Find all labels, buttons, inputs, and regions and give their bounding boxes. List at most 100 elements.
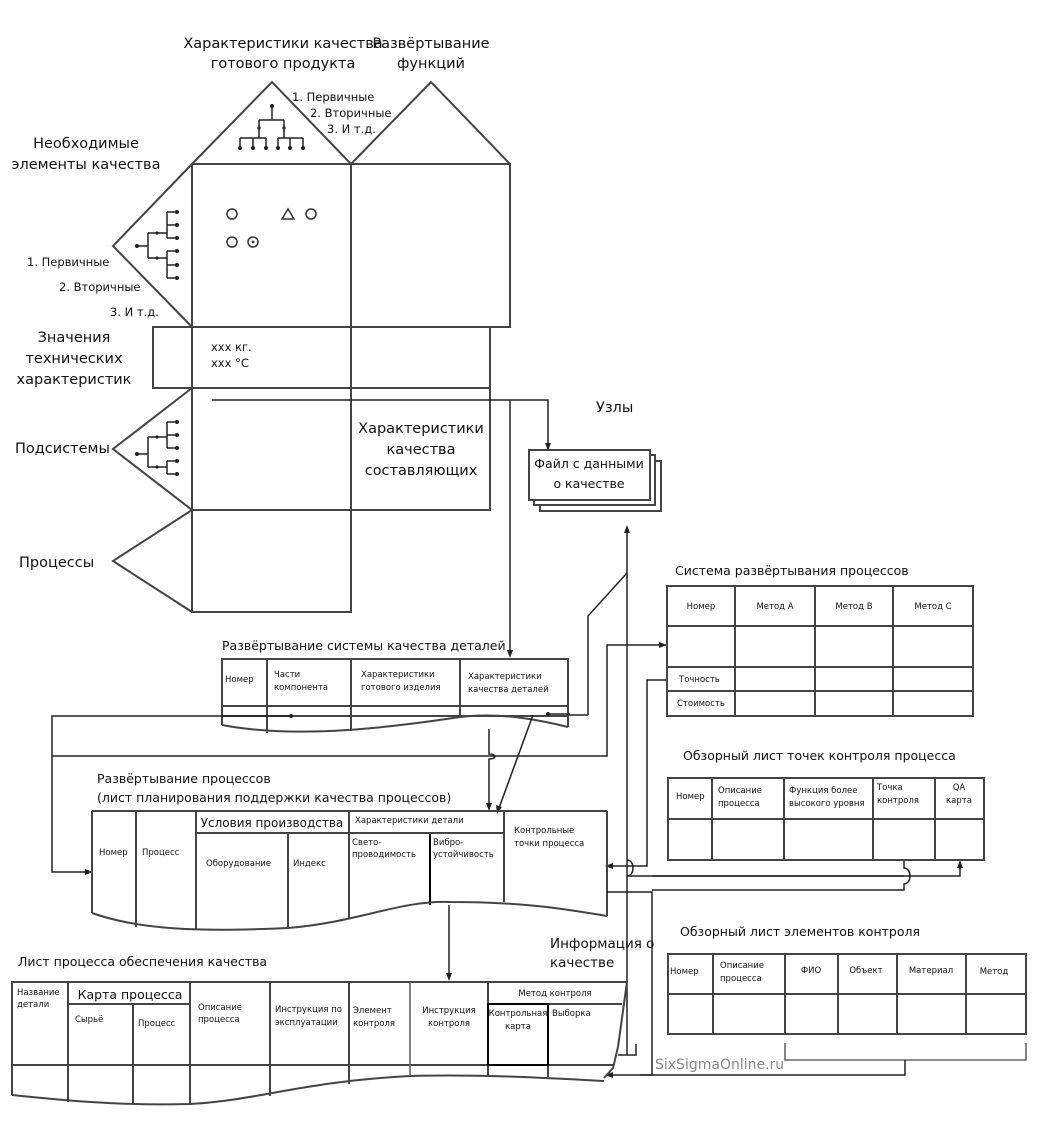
tech-values-left-cell	[152, 326, 193, 389]
house-of-quality: Характеристики качества готового продукт…	[12, 36, 511, 613]
qa-col-operation-2: эксплуатации	[275, 1018, 338, 1028]
watermark: SixSigmaOnline.ru	[655, 1057, 784, 1073]
checkpoint-header-number: Номер	[676, 792, 705, 802]
qa-col-part-name-1: Название	[17, 988, 60, 998]
circle-symbol-icon	[226, 236, 238, 248]
quality-data-file[interactable]	[528, 449, 651, 501]
checkpoint-header-higher-1: Функция более	[789, 786, 858, 796]
hierarchy-tree-icon	[135, 210, 179, 280]
hierarchy-tree-icon	[135, 420, 179, 476]
process-deploy-col-equipment: Оборудование	[206, 859, 271, 869]
parts-header-quality-2: качества деталей	[468, 685, 549, 695]
required-elements-line2: элементы качества	[12, 157, 161, 173]
process-system-header-method-b: Метод B	[835, 602, 872, 612]
checkpoint-header-qa-1: QA	[953, 783, 966, 793]
roof-title-function-deploy-line1: Развёртывание	[372, 36, 489, 52]
processes-matrix	[191, 509, 352, 613]
left-triangle-processes	[111, 509, 193, 613]
circle-symbol-icon	[226, 208, 238, 220]
matrix-symbols	[226, 207, 317, 248]
parts-header-number: Номер	[225, 675, 254, 685]
process-system-header-method-c: Метод C	[914, 602, 951, 612]
qa-col-control-instruction-1: Инструкция	[422, 1006, 476, 1016]
circle-symbol-icon	[305, 208, 317, 220]
process-system-row-cost: Стоимость	[677, 699, 725, 709]
double-circle-symbol-icon	[247, 236, 259, 248]
parts-header-components-2: компонента	[274, 683, 328, 693]
required-elements-line1: Необходимые	[33, 136, 139, 152]
checkpoint-header-higher-2: высокого уровня	[789, 799, 865, 809]
hierarchy-tree-icon	[238, 104, 305, 150]
qa-sheet-title: Лист процесса обеспечения качества	[18, 954, 267, 969]
process-system-header-method-a: Метод A	[756, 602, 793, 612]
connector-diagonal	[587, 572, 628, 715]
process-deploy-group-part-chars: Характеристики детали	[355, 816, 464, 826]
control-elements-title: Обзорный лист элементов контроля	[680, 924, 920, 939]
parts-deploy-header	[221, 658, 569, 707]
checkpoint-header-qa-2: карта	[946, 796, 972, 806]
parts-header-quality-1: Характеристики	[468, 672, 542, 682]
left-triangle-requirements	[111, 163, 193, 328]
process-deploy-col-light-2: проводимость	[352, 850, 416, 860]
checkpoint-header-point-2: контроля	[877, 796, 919, 806]
roof-title-quality-product-line1: Характеристики качества	[183, 36, 382, 52]
process-deploy-col-vibro-2: устойчивость	[433, 850, 494, 860]
connectors-lower	[446, 860, 963, 1078]
roof-level-1: 1. Первичные	[292, 90, 374, 104]
parts-deploy-title: Развёртывание системы качества деталей	[222, 638, 506, 653]
control-header-object: Объект	[849, 966, 882, 976]
qa-col-part-name-2: детали	[17, 1000, 49, 1010]
process-system-header-number: Номер	[687, 602, 716, 612]
nodes-file-stack: Узлы Файл с данными о качестве	[528, 400, 662, 1055]
qa-col-control-instruction-2: контроля	[428, 1019, 470, 1029]
qa-group-control-method: Метод контроля	[518, 989, 591, 999]
left-level-2: 2. Вторичные	[59, 280, 141, 294]
process-deploy-col-light-1: Свето-	[352, 838, 381, 848]
qa-process-sheet: Лист процесса обеспечения качества Назва…	[11, 954, 629, 1106]
components-quality-cell	[350, 387, 491, 511]
qa-col-sample: Выборка	[552, 1009, 591, 1019]
parts-header-components-1: Части	[274, 670, 300, 680]
qa-col-control-element-2: контроля	[353, 1019, 395, 1029]
quality-data-file-line2: о качестве	[553, 476, 624, 491]
checkpoint-header-desc-1: Описание	[718, 786, 762, 796]
subsystems-matrix	[191, 387, 352, 511]
components-quality-line1: Характеристики	[358, 421, 484, 437]
checkpoint-review-table: Обзорный лист точек контроля процесса Но…	[667, 748, 985, 861]
process-deploy-title-line1: Развёртывание процессов	[97, 771, 271, 786]
parts-header-finished-2: готового изделия	[361, 683, 441, 693]
process-system-title: Система развёртывания процессов	[675, 563, 909, 578]
qa-col-control-element-1: Элемент	[353, 1006, 392, 1016]
checkpoint-header-point-1: Точка	[876, 783, 903, 793]
function-matrix	[350, 163, 511, 328]
qa-col-description-1: Описание	[198, 1003, 242, 1013]
checkpoint-header-desc-2: процесса	[718, 799, 760, 809]
nodes-label: Узлы	[596, 400, 633, 416]
qa-col-operation-1: Инструкция по	[275, 1005, 342, 1015]
process-system-row-accuracy: Точность	[678, 675, 720, 685]
left-level-3: 3. И т.д.	[110, 305, 159, 319]
quality-info-line2: качестве	[550, 955, 614, 971]
qa-col-raw: Сырьё	[75, 1015, 103, 1025]
tech-value-temperature: xxx °C	[211, 356, 249, 370]
components-quality-line2: качества	[387, 442, 456, 458]
roof-level-3: 3. И т.д.	[327, 122, 376, 136]
processes-label: Процессы	[19, 555, 94, 571]
roof-level-2: 2. Вторичные	[310, 106, 392, 120]
left-level-1: 1. Первичные	[27, 255, 109, 269]
components-quality-line3: составляющих	[365, 463, 478, 479]
tech-values-cell	[191, 326, 352, 389]
quality-data-file-line1: Файл с данными	[534, 456, 643, 471]
qa-col-process: Процесс	[138, 1019, 176, 1029]
control-header-desc-2: процесса	[720, 974, 762, 984]
process-deploy-col-index: Индекс	[293, 859, 326, 869]
qa-col-control-chart-2: карта	[505, 1022, 531, 1032]
tech-values-label-line1: Значения	[38, 330, 111, 346]
tech-value-weight: xxx кг.	[211, 340, 252, 354]
quality-info-line1: Информация о	[550, 936, 654, 952]
process-deploy-col-checkpoints-1: Контрольные	[514, 826, 574, 836]
parts-header-finished-1: Характеристики	[361, 670, 435, 680]
relationship-matrix	[191, 163, 352, 328]
parts-deploy-table: Развёртывание системы качества деталей Н…	[221, 638, 569, 733]
left-triangle-subsystems	[111, 387, 193, 511]
